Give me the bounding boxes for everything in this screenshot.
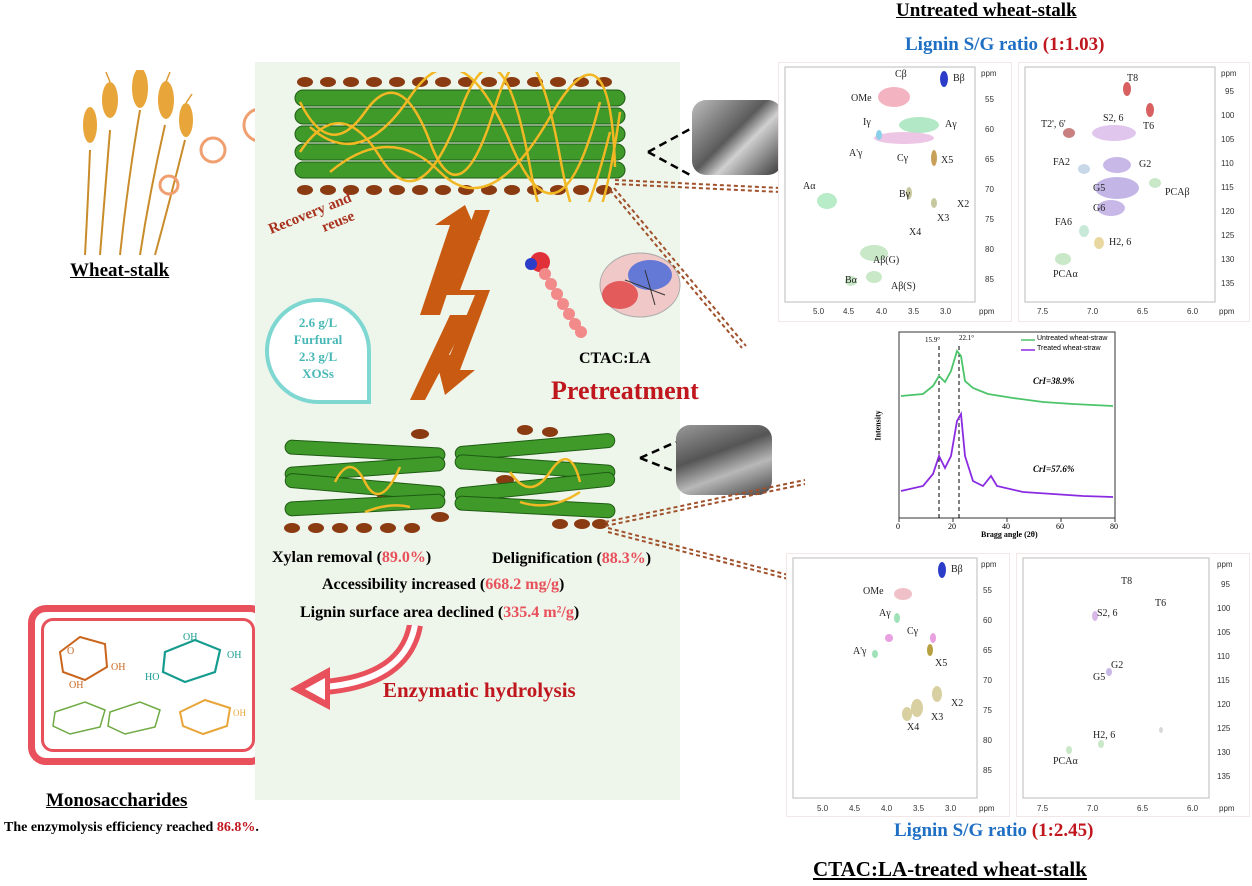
svg-text:OH: OH xyxy=(183,632,197,643)
xrd-peak-label-1: 15.9° xyxy=(925,336,941,344)
svg-text:HO: HO xyxy=(145,672,159,683)
xrd-peak-label-2: 22.1° xyxy=(959,334,975,342)
nmr-untreated-aliphatic: Cβ Bβ OMe Iγ Aγ A'γ Cγ X5 Aα Bγ X2 X3 X4… xyxy=(778,62,1012,322)
svg-text:OH: OH xyxy=(111,662,125,673)
connector-lines xyxy=(604,126,806,583)
xrd-legend-treated: Treated wheat-straw xyxy=(1037,345,1101,352)
xylan-removal-text: Xylan removal (89.0%) xyxy=(272,549,432,566)
sg-ratio-bottom: Lignin S/G ratio (1:2.45) xyxy=(894,820,1094,841)
sem-image-treated xyxy=(676,425,772,495)
untreated-title: Untreated wheat-stalk xyxy=(896,0,1077,21)
nmr-treated-aliphatic: Bβ OMe Aγ Cγ A'γ X5 X2 X3 X4 ppm 55 60 6… xyxy=(786,553,1010,817)
untreated-fiber-bundle xyxy=(294,72,626,202)
svg-text:OH: OH xyxy=(69,680,83,691)
sem-image-untreated xyxy=(692,100,782,175)
treated-title: CTAC:LA-treated wheat-stalk xyxy=(813,857,1087,881)
delignification-text: Delignification (88.3%) xyxy=(492,550,652,567)
nmr-untreated-aromatic: T8 T6 T2', 6' S2, 6 FA2 G2 G5 PCAβ G6 FA… xyxy=(1018,62,1250,322)
products-bubble: 2.6 g/L Furfural 2.3 g/L XOSs xyxy=(265,298,371,404)
sugar-structures: O OH OH OH HO OH OH xyxy=(52,632,246,736)
enzymatic-hydrolysis-label: Enzymatic hydrolysis xyxy=(383,678,576,702)
sg-ratio-top: Lignin S/G ratio (1:1.03) xyxy=(905,34,1105,55)
wheat-stalk-label: Wheat-stalk xyxy=(70,260,170,281)
xrd-xtick: 80 xyxy=(1110,522,1118,531)
xrd-untreated-line xyxy=(900,349,1114,407)
accessibility-text: Accessibility increased (668.2 mg/g) xyxy=(322,576,565,593)
svg-text:OH: OH xyxy=(233,708,246,718)
xrd-cri-untreated: CrI=38.9% xyxy=(1033,376,1075,386)
pretreatment-arrows xyxy=(410,205,490,400)
nmr-treated-aromatic: T8 T6 S2, 6 G2 G5 H2, 6 PCAα ppm 95 100 … xyxy=(1016,553,1250,817)
xrd-xtick: 40 xyxy=(1002,522,1010,531)
monosaccharides-box: O OH OH OH HO OH OH xyxy=(28,605,268,765)
ctac-la-molecules xyxy=(525,252,681,338)
xrd-treated-line xyxy=(900,411,1114,498)
svg-text:O: O xyxy=(67,646,74,657)
xrd-chart: 15.9° 22.1° Untreated wheat-straw Treate… xyxy=(873,326,1123,540)
efficiency-text: The enzymolysis efficiency reached 86.8%… xyxy=(4,820,259,835)
xrd-plot xyxy=(898,331,1116,522)
lignin-surface-text: Lignin surface area declined (335.4 m²/g… xyxy=(300,604,580,621)
xrd-ylabel: Intensity xyxy=(873,410,883,441)
xrd-xlabel: Bragg angle (2θ) xyxy=(981,530,1038,539)
xrd-legend-untreated: Untreated wheat-straw xyxy=(1037,335,1108,342)
svg-text:OH: OH xyxy=(227,650,241,661)
wheat-illustration xyxy=(83,70,193,256)
ctac-la-label: CTAC:LA xyxy=(579,350,651,367)
xrd-xtick: 60 xyxy=(1056,522,1064,531)
pretreatment-label: Pretreatment xyxy=(551,376,699,405)
treated-fiber-bundle xyxy=(284,425,616,533)
xrd-xtick: 20 xyxy=(948,522,956,531)
xrd-cri-treated: CrI=57.6% xyxy=(1033,464,1075,474)
xrd-xtick: 0 xyxy=(896,522,900,531)
hydrolysis-arrow xyxy=(290,625,423,710)
monosaccharides-label: Monosaccharides xyxy=(46,790,188,811)
